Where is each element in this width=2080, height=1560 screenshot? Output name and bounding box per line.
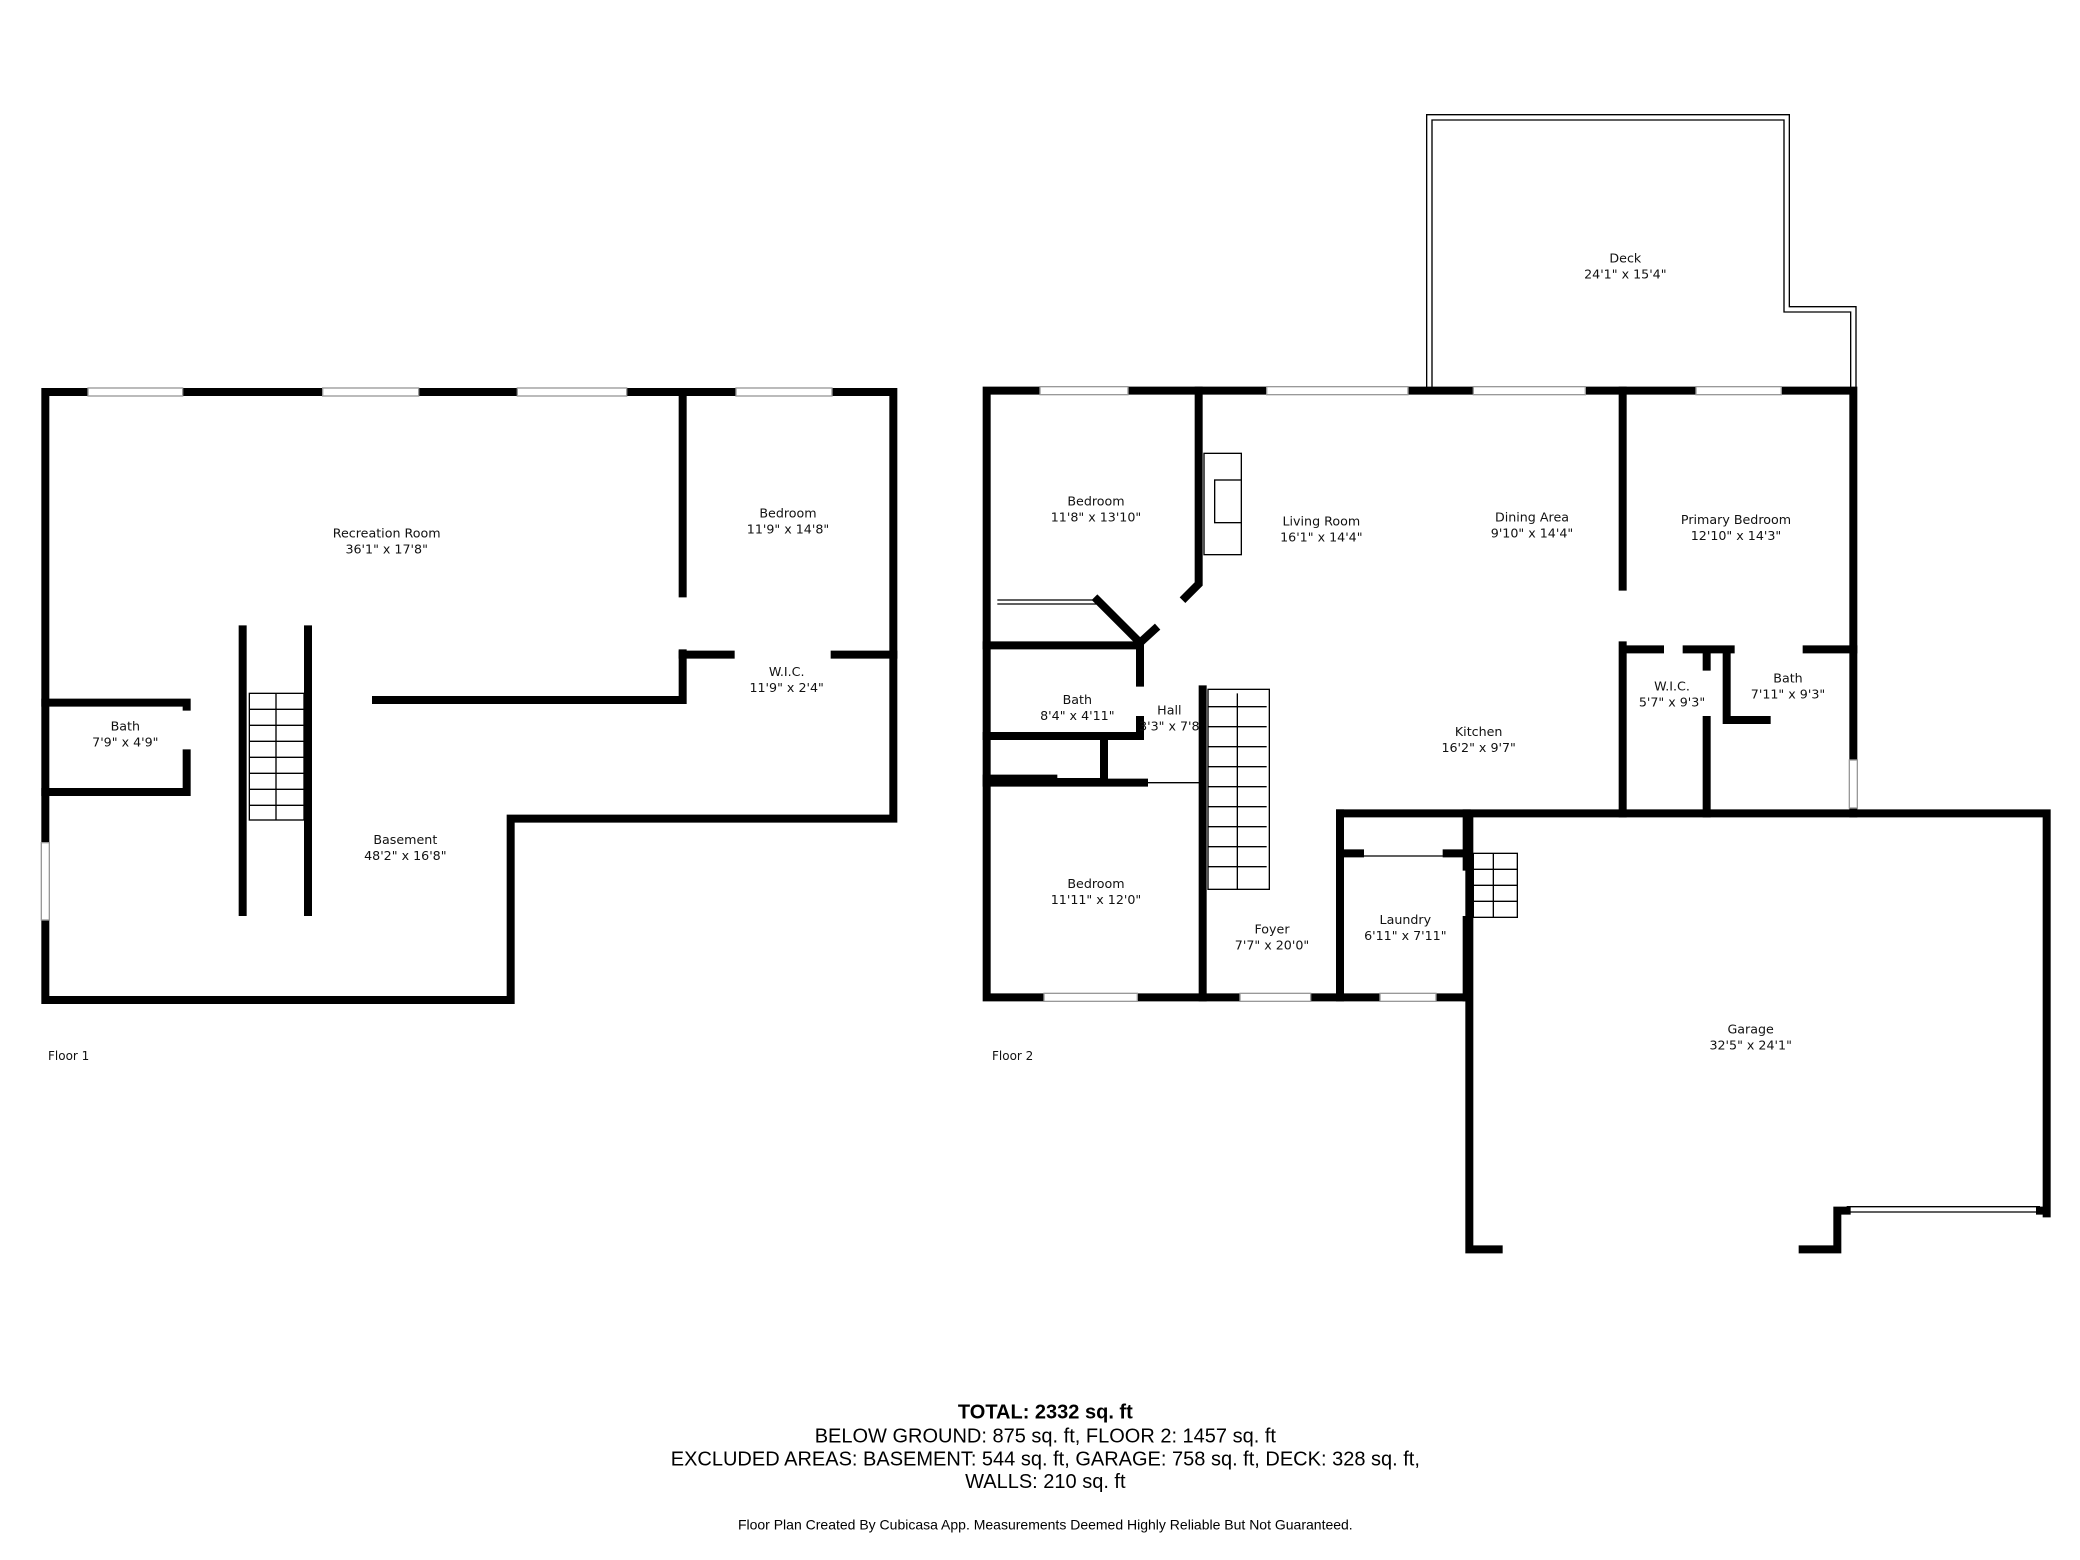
room-dims: 9'10" x 14'4" [1491,525,1573,540]
room-dims: 7'7" x 20'0" [1235,937,1309,952]
room-dims: 3'3" x 7'8 [1139,719,1200,734]
room-name: Bedroom [1067,493,1124,508]
room-name: Bath [111,719,140,734]
room-name: Bath [1063,692,1092,707]
room-name: Bedroom [1067,876,1124,891]
area-line-3: WALLS: 210 sq. ft [965,1471,1126,1493]
room-name: Recreation Room [333,525,441,540]
room-dims: 11'8" x 13'10" [1051,509,1142,524]
room-name: Kitchen [1455,724,1503,739]
room-name: W.I.C. [769,664,805,679]
room-name: Laundry [1380,912,1432,927]
floor-1-plan: Recreation Room 36'1" x 17'8" Bedroom 11… [40,387,898,1063]
room-dims: 11'11" x 12'0" [1051,892,1142,907]
room-dims: 11'9" x 2'4" [749,680,823,695]
room-dims: 36'1" x 17'8" [345,541,427,556]
total-area: TOTAL: 2332 sq. ft [958,1402,1133,1424]
room-name: Living Room [1282,513,1360,528]
room-name: Deck [1609,251,1641,266]
room-name: Foyer [1254,921,1290,936]
room-name: Hall [1157,703,1181,718]
room-dims: 8'4" x 4'11" [1040,708,1114,723]
room-dims: 11'9" x 14'8" [747,521,829,536]
room-name: Basement [373,832,437,847]
room-dims: 5'7" x 9'3" [1639,695,1705,710]
room-name: Dining Area [1495,509,1569,524]
room-dims: 7'11" x 9'3" [1751,687,1825,702]
area-line-1: BELOW GROUND: 875 sq. ft, FLOOR 2: 1457 … [815,1426,1277,1448]
room-name: Primary Bedroom [1681,512,1791,527]
floor-2-label: Floor 2 [992,1049,1033,1063]
room-name: Bath [1773,671,1802,686]
room-dims: 12'10" x 14'3" [1691,528,1782,543]
area-line-2: EXCLUDED AREAS: BASEMENT: 544 sq. ft, GA… [671,1448,1420,1470]
room-dims: 32'5" x 24'1" [1709,1037,1791,1052]
area-summary: TOTAL: 2332 sq. ft BELOW GROUND: 875 sq.… [671,1402,1420,1533]
room-name: Garage [1727,1021,1774,1036]
room-dims: 7'9" x 4'9" [92,735,158,750]
disclaimer: Floor Plan Created By Cubicasa App. Meas… [738,1516,1353,1532]
room-dims: 6'11" x 7'11" [1364,928,1446,943]
floor-1-label: Floor 1 [48,1049,89,1063]
room-dims: 16'2" x 9'7" [1441,740,1515,755]
room-dims: 24'1" x 15'4" [1584,267,1666,282]
room-dims: 16'1" x 14'4" [1280,529,1362,544]
room-name: Bedroom [759,505,816,520]
room-dims: 48'2" x 16'8" [364,848,446,863]
floor-2-plan: Deck 24'1" x 15'4" Bedroom 11'8" x 13'10… [982,114,2051,1254]
room-name: W.I.C. [1654,679,1690,694]
